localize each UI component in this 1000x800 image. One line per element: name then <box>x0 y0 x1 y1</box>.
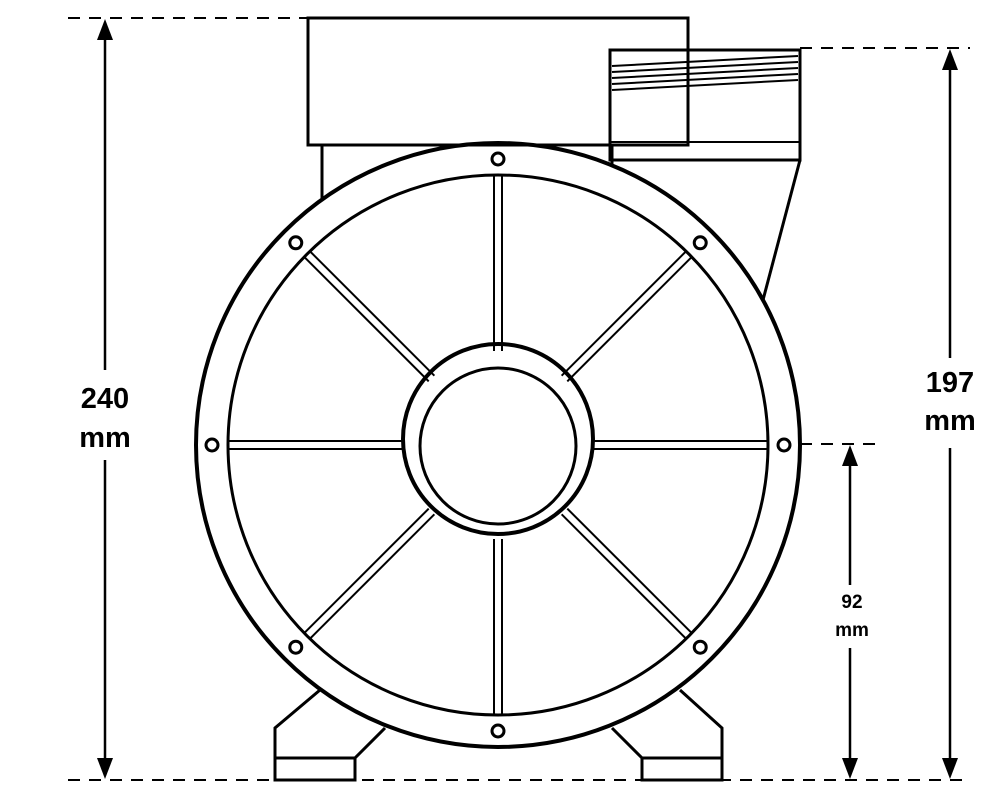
bolt-hole-5 <box>204 437 220 453</box>
spoke-2-edge-1 <box>566 507 693 634</box>
spoke-6-edge-1 <box>303 256 430 383</box>
dimension-outlet-height: 197 mm <box>924 49 976 779</box>
outlet-height-unit: mm <box>924 405 976 437</box>
bolt-hole-1 <box>776 437 792 453</box>
motor-housing <box>306 16 690 147</box>
extension-lines <box>68 17 970 781</box>
dimension-total-height: 240 mm <box>79 19 131 779</box>
spoke-4-edge-1 <box>309 513 436 640</box>
dimension-axis-height: 92 mm <box>835 445 869 779</box>
spoke-8-edge-1 <box>560 250 687 377</box>
outlet-thread-4 <box>611 73 799 85</box>
spoke-2-edge-2 <box>560 513 687 640</box>
outlet-height-arrow-bottom <box>942 758 958 779</box>
spoke-6-edge-2 <box>309 250 436 377</box>
outlet-pipe <box>608 48 802 162</box>
total-height-arrow-top <box>97 19 113 40</box>
bolt-hole-6 <box>288 235 304 251</box>
outlet-thread-5 <box>611 79 799 91</box>
right-foot <box>610 688 724 782</box>
volute-inner-ring <box>226 173 770 717</box>
total-height-unit: mm <box>79 422 131 454</box>
axis-height-arrow-bottom <box>842 758 858 779</box>
bolt-hole-2 <box>692 639 708 655</box>
spokes <box>228 175 768 715</box>
spoke-4-edge-2 <box>303 507 430 634</box>
bolt-hole-4 <box>288 639 304 655</box>
outlet-thread-2 <box>611 61 799 73</box>
axis-height-unit: mm <box>835 620 869 641</box>
bolt-hole-3 <box>490 723 506 739</box>
pump-body <box>194 16 802 782</box>
outlet-thread-1 <box>611 55 799 67</box>
axis-height-arrow-top <box>842 445 858 466</box>
spoke-8-edge-2 <box>566 256 693 383</box>
axis-height-value: 92 <box>841 592 862 613</box>
outlet-thread-3 <box>611 67 799 79</box>
hub-inner <box>418 366 578 526</box>
left-foot <box>273 688 387 782</box>
total-height-arrow-bottom <box>97 758 113 779</box>
volute-outer-ring <box>194 141 802 749</box>
bolt-holes <box>204 151 792 739</box>
total-height-value: 240 <box>81 383 129 415</box>
bolt-hole-7 <box>490 151 506 167</box>
bolt-hole-8 <box>692 235 708 251</box>
volute-tangent <box>761 159 802 301</box>
outlet-height-arrow-top <box>942 49 958 70</box>
outlet-height-value: 197 <box>926 367 974 399</box>
hub-outer <box>401 342 595 536</box>
